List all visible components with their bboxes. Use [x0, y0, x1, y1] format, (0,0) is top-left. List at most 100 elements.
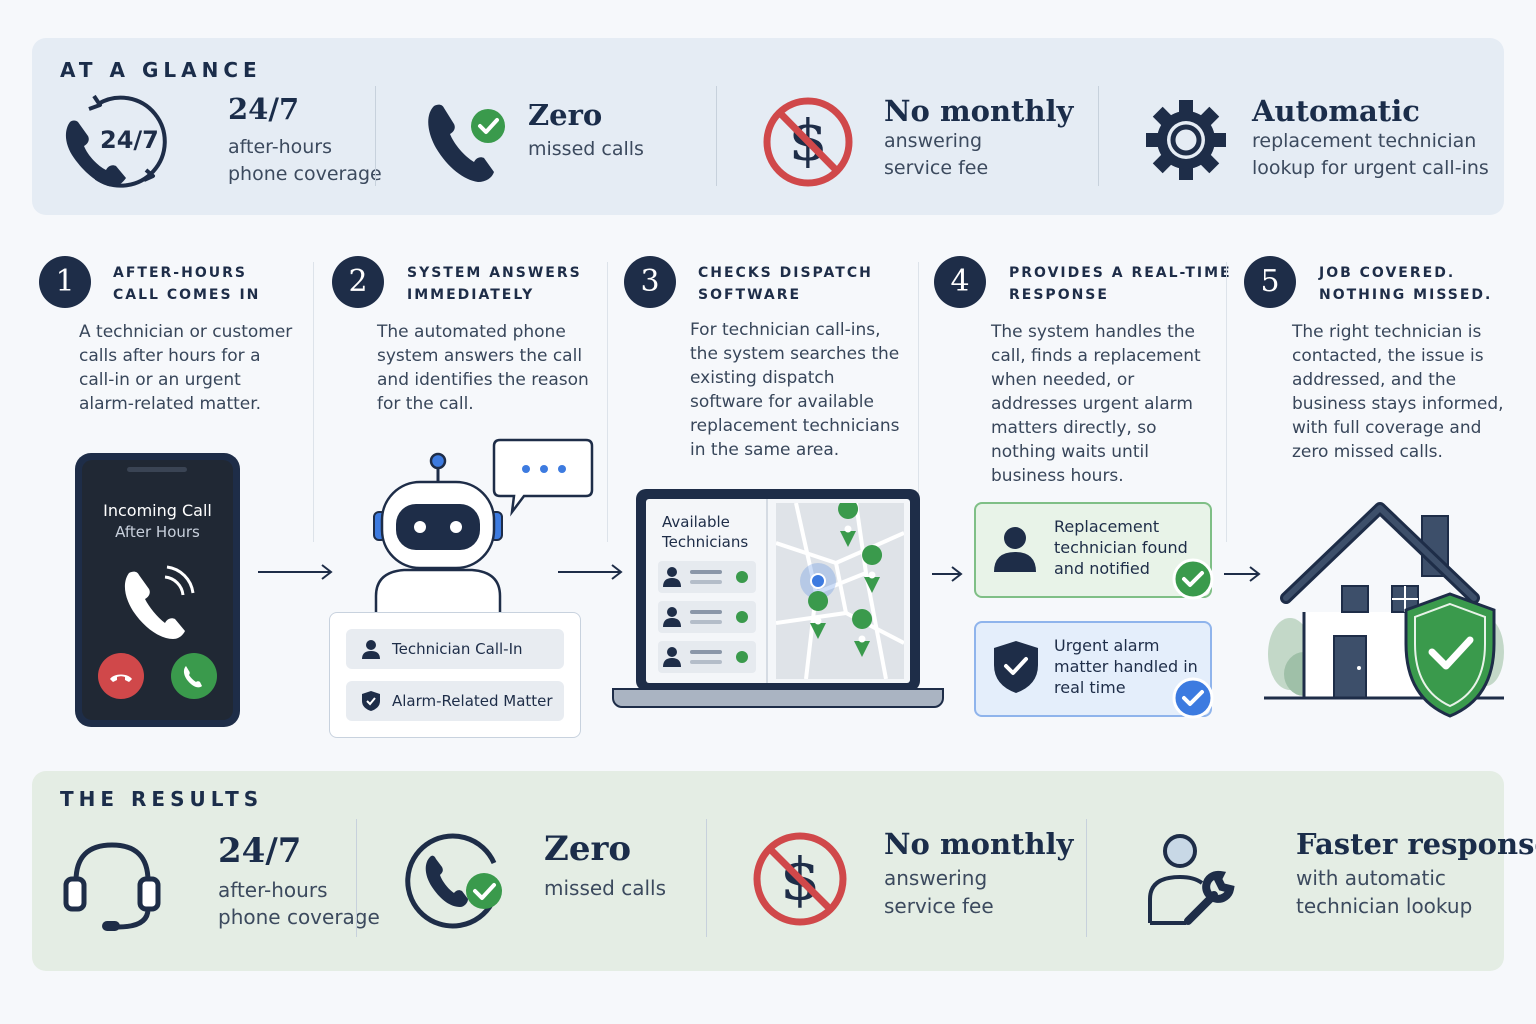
phone-icon: [183, 666, 202, 688]
step-4-title: PROVIDES A REAL-TIME RESPONSE: [1009, 265, 1232, 303]
automatic-label-2: lookup for urgent call-ins: [1252, 157, 1489, 179]
divider: [375, 86, 376, 186]
dispatch-laptop: Available Technicians: [636, 489, 920, 691]
step-5-description: The right technician is contacted, the i…: [1292, 322, 1504, 462]
result-coverage-value: 24/7: [218, 831, 302, 871]
automatic-value: Automatic: [1252, 94, 1420, 128]
step-2-description: The automated phone system answers the c…: [377, 322, 589, 414]
step-4-description: The system handles the call, finds a rep…: [991, 322, 1201, 486]
step-5-number: 5: [1244, 256, 1296, 308]
phone-check-icon: [428, 104, 505, 182]
after-hours-label: After Hours: [115, 523, 200, 541]
headset-icon: [63, 842, 161, 931]
fee-label-2: service fee: [884, 157, 989, 179]
column-divider: [313, 262, 314, 542]
step-1-description: A technician or customer calls after hou…: [79, 322, 293, 414]
flow-arrow-2: [558, 564, 623, 580]
result-faster-value: Faster response: [1296, 827, 1536, 861]
check-circle-icon: [1172, 677, 1214, 719]
alarm-handled-text: Urgent alarm matter handled in real time: [1054, 636, 1198, 697]
tag-alarm-related-matter: Alarm-Related Matter: [346, 681, 564, 721]
panel-title-1: Available: [662, 513, 730, 531]
clock-badge-text: 24/7: [100, 126, 159, 154]
shield-check-icon: [362, 691, 380, 711]
automatic-label-1: replacement technician: [1252, 130, 1477, 152]
incoming-call-phone: Incoming Call After Hours: [75, 453, 240, 727]
person-icon: [994, 527, 1036, 572]
decline-call-button[interactable]: [98, 653, 144, 699]
result-missed-value: Zero: [544, 829, 632, 869]
protected-house-icon: [1264, 502, 1504, 718]
shield-check-icon: [994, 641, 1038, 693]
technician-wrench-icon: [1148, 834, 1235, 925]
glance-stat-coverage: 24/7 24/7 after-hours phone coverage: [60, 92, 382, 192]
column-divider: [918, 262, 919, 542]
result-stat-coverage: 24/7 after-hours phone coverage: [62, 831, 380, 941]
hang-up-icon: [110, 674, 132, 682]
fee-value: No monthly: [884, 94, 1074, 128]
missed-label: missed calls: [528, 138, 644, 160]
laptop-base: [612, 688, 944, 708]
coverage-label-2: phone coverage: [228, 163, 382, 185]
person-icon: [663, 567, 748, 587]
person-icon: [663, 647, 748, 667]
replacement-found-card: Replacement technician found and notifie…: [974, 502, 1214, 600]
result-stat-missed: Zero missed calls: [402, 829, 702, 939]
robot-assistant-icon: [373, 438, 594, 612]
divider: [716, 86, 717, 186]
step-4-number: 4: [934, 256, 986, 308]
glance-stat-missed: Zero missed calls: [422, 96, 702, 186]
result-fee-label-2: service fee: [884, 894, 994, 918]
panel-title-2: Technicians: [662, 533, 749, 551]
person-icon: [362, 640, 380, 659]
no-dollar-icon: $: [763, 97, 853, 187]
column-divider: [1226, 262, 1227, 542]
technician-list-row: [658, 641, 756, 673]
call-reason-card: Technician Call-In Alarm-Related Matter: [329, 612, 581, 738]
result-faster-label-1: with automatic: [1296, 866, 1446, 890]
result-stat-faster: Faster response with automatic technicia…: [1144, 827, 1536, 937]
technician-list-row: [658, 561, 756, 593]
tag-technician-call-in: Technician Call-In: [346, 629, 564, 669]
coverage-label-1: after-hours: [228, 136, 333, 158]
flow-arrow-1: [258, 564, 333, 580]
accept-call-button[interactable]: [171, 653, 217, 699]
step-1-number: 1: [39, 256, 91, 308]
at-a-glance-title: AT A GLANCE: [60, 58, 262, 82]
flow-arrow-3: [932, 566, 963, 582]
column-divider: [607, 262, 608, 542]
no-dollar-icon: $: [753, 832, 847, 926]
tag-alarm-related-matter-label: Alarm-Related Matter: [392, 692, 553, 710]
results-title: THE RESULTS: [60, 787, 264, 811]
result-faster-label-2: technician lookup: [1296, 894, 1473, 918]
check-circle-icon: [1172, 558, 1214, 600]
dispatch-map: [776, 503, 904, 679]
person-icon: [663, 607, 748, 627]
result-missed-label: missed calls: [544, 876, 667, 900]
tag-technician-call-in-label: Technician Call-In: [392, 640, 523, 658]
missed-value: Zero: [528, 98, 603, 132]
step-1-title: AFTER-HOURS CALL COMES IN: [113, 265, 261, 303]
results-panel: THE RESULTS 24/7 after-hours phone cover…: [32, 771, 1536, 971]
technician-list-row: [658, 601, 756, 633]
step-2-title: SYSTEM ANSWERS IMMEDIATELY: [407, 265, 582, 303]
step-3-title: CHECKS DISPATCH SOFTWARE: [698, 265, 873, 303]
step-2-number: 2: [332, 256, 384, 308]
fee-label-1: answering: [884, 130, 983, 152]
result-fee-label-1: answering: [884, 866, 988, 890]
technician-map-pins: [808, 503, 883, 657]
coverage-value: 24/7: [228, 92, 300, 126]
step-3-description: For technician call-ins, the system sear…: [690, 320, 900, 460]
step-5-title: JOB COVERED. NOTHING MISSED.: [1319, 265, 1493, 303]
divider: [1098, 86, 1099, 186]
alarm-handled-card: Urgent alarm matter handled in real time: [974, 621, 1214, 719]
gear-icon: [1146, 100, 1226, 180]
result-coverage-label-2: phone coverage: [218, 905, 380, 929]
result-fee-value: No monthly: [884, 827, 1074, 861]
result-stat-fee: $ No monthly answering service fee: [750, 827, 1080, 937]
clock-phone-icon: 24/7: [65, 94, 167, 188]
replacement-found-text: Replacement technician found and notifie…: [1054, 517, 1188, 578]
available-technicians-panel: Available Technicians: [650, 503, 768, 679]
at-a-glance-panel: AT A GLANCE 24/7 24/7 after-hours phone …: [32, 38, 1504, 215]
flow-arrow-4: [1224, 566, 1261, 582]
